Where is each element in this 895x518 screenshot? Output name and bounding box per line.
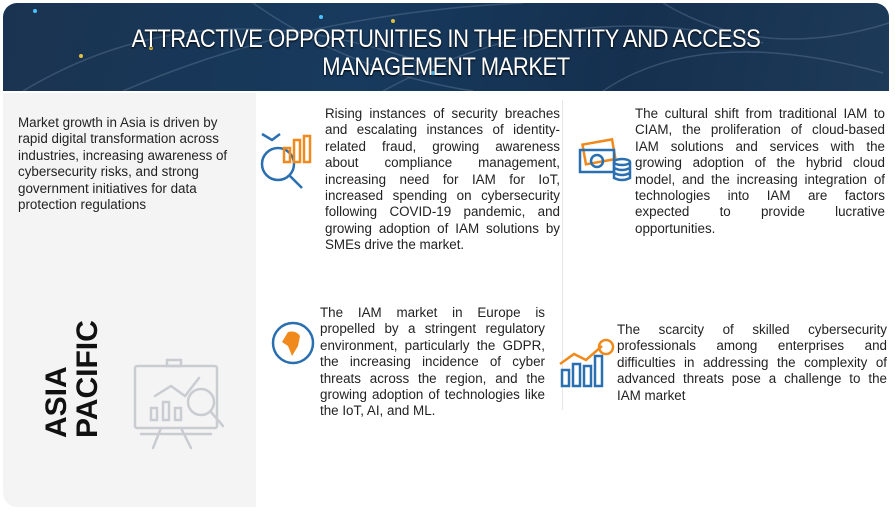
network-lines-decoration	[22, 3, 889, 91]
opportunity-drivers-text: Rising instances of security breaches an…	[325, 106, 560, 253]
presentation-analytics-icon	[133, 358, 225, 450]
growth-chart-coin-icon	[559, 338, 615, 388]
region-label-line1: ASIA	[40, 366, 73, 438]
divider	[562, 100, 563, 410]
region-panel: Market growth in Asia is driven by rapid…	[3, 93, 256, 507]
opportunity-trends-text: The cultural shift from traditional IAM …	[635, 106, 885, 236]
globe-icon	[271, 321, 315, 365]
header-banner: ATTRACTIVE OPPORTUNITIES IN THE IDENTITY…	[3, 3, 889, 91]
money-coins-icon	[578, 137, 632, 182]
market-challenge-text: The scarcity of skilled cybersecurity pr…	[617, 322, 887, 403]
chart-magnifier-icon	[260, 132, 312, 189]
region-label: ASIA PACIFIC	[40, 320, 104, 438]
region-description: Market growth in Asia is driven by rapid…	[18, 115, 228, 213]
page-title: ATTRACTIVE OPPORTUNITIES IN THE IDENTITY…	[131, 25, 761, 81]
region-label-line2: PACIFIC	[71, 320, 104, 438]
europe-market-text: The IAM market in Europe is propelled by…	[320, 305, 545, 419]
